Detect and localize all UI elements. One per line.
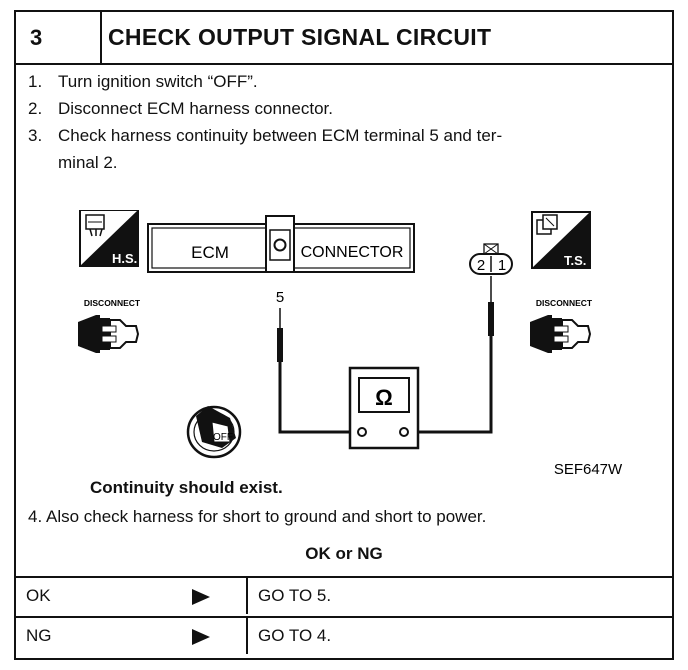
sensor-terminal-2: 2	[477, 257, 485, 274]
step-text: minal 2.	[58, 153, 118, 172]
procedure-title: CHECK OUTPUT SIGNAL CIRCUIT	[108, 24, 492, 50]
instruction-step-continued: minal 2.	[28, 149, 658, 176]
cell-divider	[246, 578, 248, 614]
action-label: GO TO 4.	[258, 626, 332, 645]
step-number: 3	[16, 12, 102, 63]
disconnect-left-icon: DISCONNECT	[78, 298, 141, 353]
step-text: Also check harness for short to ground a…	[45, 507, 487, 526]
decision-question: OK or NG	[305, 544, 383, 563]
ecm-terminal-label: 5	[276, 289, 284, 306]
arrow-right-icon	[192, 589, 210, 605]
procedure-frame: 3 CHECK OUTPUT SIGNAL CIRCUIT 1. Turn ig…	[14, 10, 674, 660]
instruction-step: 1. Turn ignition switch “OFF”.	[28, 68, 658, 95]
step-num: 2.	[28, 99, 43, 118]
sensor-terminal-1: 1	[498, 257, 506, 274]
ignition-key-icon: OFF	[186, 405, 242, 459]
disconnect-left-label: DISCONNECT	[84, 298, 141, 308]
result-label: NG	[26, 626, 52, 645]
ecm-connector: ECM CONNECTOR 5	[147, 215, 415, 306]
step-num: 1.	[28, 72, 43, 91]
action-label: GO TO 5.	[258, 586, 332, 605]
connector-label: CONNECTOR	[301, 244, 404, 261]
wiring-diagram: H.S. ECM CONNECTOR 5 DISCONNECT	[78, 210, 623, 478]
step-text: Check harness continuity between ECM ter…	[58, 126, 503, 145]
ts-badge-label: T.S.	[564, 253, 586, 268]
continuity-note: Continuity should exist.	[90, 478, 283, 497]
hs-badge-icon: H.S.	[79, 210, 139, 267]
step-num: 4.	[28, 507, 43, 526]
step-num: 3.	[28, 126, 43, 145]
ecm-label: ECM	[191, 243, 229, 262]
decision-row-ng: NG GO TO 4.	[16, 616, 672, 654]
instruction-step-4: 4. Also check harness for short to groun…	[28, 505, 486, 529]
result-label: OK	[26, 586, 51, 605]
arrow-right-icon	[192, 629, 210, 645]
cell-divider	[246, 618, 248, 654]
disconnect-right-icon: DISCONNECT	[530, 298, 593, 353]
ohmmeter-icon: Ω	[348, 366, 420, 450]
step-text: Disconnect ECM harness connector.	[58, 99, 333, 118]
ignition-off-label: OFF	[213, 432, 233, 443]
instruction-list: 1. Turn ignition switch “OFF”. 2. Discon…	[28, 68, 658, 176]
instruction-step: 2. Disconnect ECM harness connector.	[28, 95, 658, 122]
procedure-header: 3 CHECK OUTPUT SIGNAL CIRCUIT	[16, 12, 672, 65]
ts-badge-icon: T.S.	[531, 211, 591, 269]
instruction-step: 3. Check harness continuity between ECM …	[28, 122, 658, 149]
decision-row-ok: OK GO TO 5.	[16, 576, 672, 614]
figure-id: SEF647W	[554, 461, 623, 478]
sensor-connector: 2 1	[469, 243, 513, 275]
ohm-symbol: Ω	[375, 385, 393, 410]
step-text: Turn ignition switch “OFF”.	[58, 72, 258, 91]
probe-leads	[277, 276, 494, 434]
disconnect-right-label: DISCONNECT	[536, 298, 593, 308]
hs-badge-label: H.S.	[112, 251, 137, 266]
